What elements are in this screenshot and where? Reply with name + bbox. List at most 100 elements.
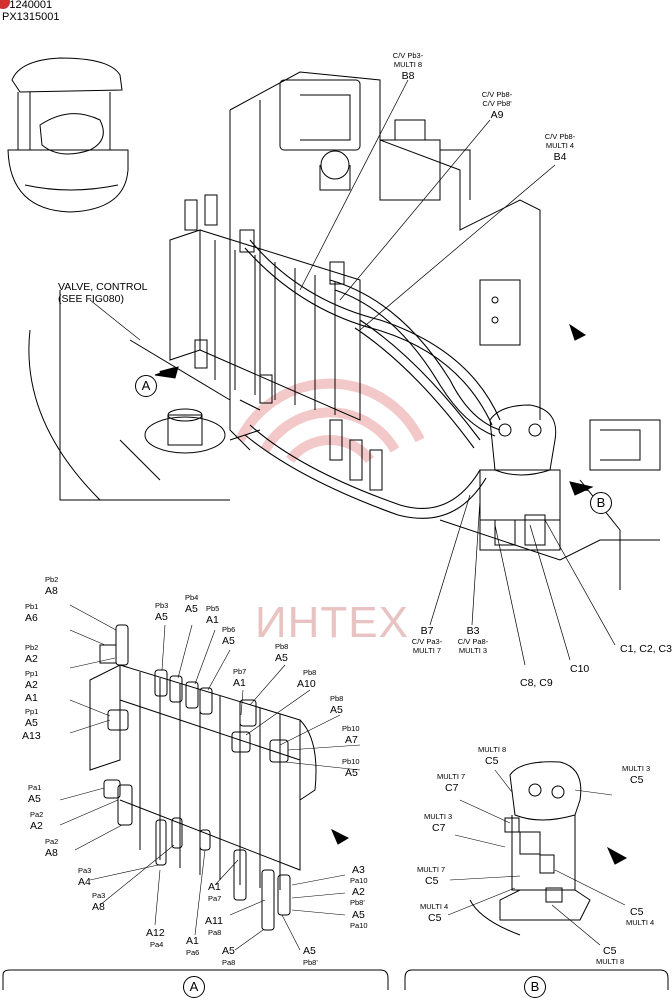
callout-a8-c: A8 bbox=[92, 901, 105, 913]
callout-pa10-b: Pa10 bbox=[350, 921, 368, 930]
callout-pa1: Pa1 bbox=[28, 783, 42, 792]
callout-pa3: Pa3 bbox=[78, 866, 92, 875]
callout-c5-b: C5 bbox=[630, 774, 644, 786]
red-dot-icon bbox=[0, 0, 10, 9]
label-b7: B7 bbox=[420, 625, 434, 637]
label-a9-sub2: C/V Pb8' bbox=[482, 99, 512, 108]
leader-lines-icon bbox=[89, 79, 616, 666]
callout-a5-e: A5 bbox=[275, 652, 288, 664]
detail-b-multi-valve-icon bbox=[469, 761, 591, 936]
callout-a1-d: A1 bbox=[186, 935, 199, 947]
callout-a7: A7 bbox=[345, 734, 358, 746]
label-b3-sub2: MULTI 3 bbox=[458, 646, 488, 655]
callout-pa3-b: Pa3 bbox=[92, 891, 106, 900]
callout-pb1: Pb1 bbox=[25, 602, 39, 611]
label-b3-sub1: C/V Pa8- bbox=[457, 637, 489, 646]
callout-a1-b: A1 bbox=[206, 614, 219, 626]
callout-c5-f: C5 bbox=[603, 945, 617, 957]
callout-a2-d: A2 bbox=[352, 886, 365, 898]
callout-c7-b: C7 bbox=[432, 822, 446, 834]
callout-a5-g: A5 bbox=[345, 767, 358, 779]
callout-pa10: Pa10 bbox=[350, 876, 368, 885]
multi-valve-icon bbox=[479, 404, 561, 551]
callout-pa2-b: Pa2 bbox=[45, 837, 59, 846]
callout-pb8: Pb8 bbox=[275, 642, 289, 651]
detail-a-valve-icon bbox=[89, 624, 317, 931]
callout-c7: C7 bbox=[445, 782, 459, 794]
callout-a13: A13 bbox=[22, 730, 41, 742]
label-b4-sub1: C/V Pb8- bbox=[544, 132, 576, 141]
callout-c5-c: C5 bbox=[425, 875, 439, 887]
hydraulic-hoses-icon bbox=[229, 239, 501, 519]
callout-pb8-prime-b: Pb8' bbox=[350, 898, 365, 907]
callout-pp1-b: Pp1 bbox=[25, 707, 39, 716]
valve-control-label: VALVE, CONTROL bbox=[58, 281, 148, 293]
label-b4: B4 bbox=[553, 151, 567, 163]
watermark-text: ИНТЕХ bbox=[255, 598, 409, 647]
label-c1-c2-c3: C1, C2, C3 bbox=[620, 643, 672, 655]
callout-a8: A8 bbox=[45, 585, 58, 597]
view-a-marker: A bbox=[135, 375, 157, 397]
callout-a11: A11 bbox=[205, 915, 223, 927]
label-b7-sub1: C/V Pa3- bbox=[411, 637, 443, 646]
callout-a2-b: A2 bbox=[25, 679, 38, 691]
callout-a6: A6 bbox=[25, 612, 38, 624]
callout-c5-e: C5 bbox=[630, 906, 644, 918]
callout-pa2: Pa2 bbox=[30, 810, 44, 819]
callout-a8-b: A8 bbox=[45, 847, 58, 859]
callout-pb10-b: Pb10 bbox=[342, 757, 360, 766]
callout-multi7: MULTI 7 bbox=[437, 772, 466, 781]
callout-a5-f: A5 bbox=[330, 704, 343, 716]
callout-c5-d: C5 bbox=[428, 912, 442, 924]
callout-a1: A1 bbox=[25, 692, 38, 704]
callout-a2-c: A2 bbox=[30, 820, 43, 832]
callout-pb8-c: Pb8 bbox=[330, 694, 344, 703]
label-b3: B3 bbox=[466, 625, 480, 637]
callout-multi3: MULTI 3 bbox=[622, 764, 651, 773]
callout-multi4-b: MULTI 4 bbox=[626, 918, 655, 927]
label-c8-c9: C8, C9 bbox=[520, 677, 553, 689]
callout-a2: A2 bbox=[25, 653, 38, 665]
callout-a5-i: A5 bbox=[222, 945, 235, 957]
callout-pa4: Pa4 bbox=[150, 940, 164, 949]
callout-a1-e: A1 bbox=[208, 881, 221, 893]
label-c10: C10 bbox=[570, 663, 590, 675]
callout-pb7: Pb7 bbox=[233, 667, 247, 676]
label-a9: A9 bbox=[490, 109, 504, 121]
view-b-marker: B bbox=[590, 492, 612, 514]
callout-a5-k: A5 bbox=[352, 909, 365, 921]
callout-a1-c: A1 bbox=[233, 677, 246, 689]
callout-pa7: Pa7 bbox=[208, 894, 222, 903]
callout-multi7-b: MULTI 7 bbox=[417, 865, 446, 874]
label-b8: B8 bbox=[401, 70, 415, 82]
label-a9-sub1: C/V Pb8- bbox=[481, 90, 513, 99]
callout-pb8-b: Pb8 bbox=[303, 668, 317, 677]
control-valve-stack-icon bbox=[169, 194, 383, 491]
callout-pb4: Pb4 bbox=[185, 593, 199, 602]
callout-a3: A3 bbox=[352, 864, 365, 876]
callout-pb8-prime: Pb8' bbox=[303, 958, 318, 967]
callout-a5-b: A5 bbox=[155, 611, 168, 623]
callout-a5-d: A5 bbox=[222, 635, 235, 647]
callout-pa6: Pa6 bbox=[186, 948, 200, 957]
callout-pp1: Pp1 bbox=[25, 669, 39, 678]
callout-pb3: Pb3 bbox=[155, 601, 169, 610]
callout-multi8: MULTI 8 bbox=[478, 745, 507, 754]
callout-pb5: Pb5 bbox=[206, 604, 220, 613]
cab-inset-icon bbox=[7, 57, 129, 213]
callout-multi8-b: MULTI 8 bbox=[596, 957, 625, 966]
model-code-2: PX1315001 bbox=[2, 11, 60, 23]
callout-pa8-b: Pa8 bbox=[222, 958, 236, 967]
callout-multi4: MULTI 4 bbox=[420, 902, 449, 911]
callout-a10: A10 bbox=[297, 678, 316, 690]
callout-pb2: Pb2 bbox=[45, 575, 59, 584]
label-b7-sub2: MULTI 7 bbox=[412, 646, 442, 655]
callout-a12: A12 bbox=[146, 927, 165, 939]
callout-a5-h: A5 bbox=[28, 793, 41, 805]
valve-control-ref: (SEE FIG080) bbox=[58, 293, 124, 305]
callout-a4: A4 bbox=[78, 876, 91, 888]
detail-b-marker: B bbox=[524, 976, 546, 998]
callout-pb10: Pb10 bbox=[342, 724, 360, 733]
